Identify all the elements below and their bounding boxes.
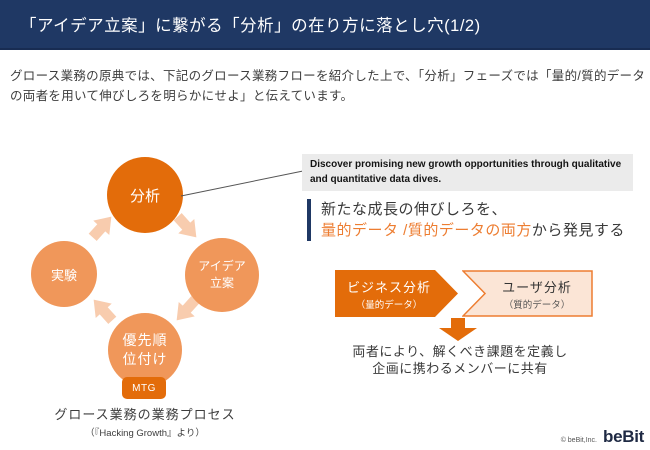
diagram-caption-source: （『Hacking Growth』より） (85, 428, 205, 439)
cycle-node-prioritization: 優先順 位付け (108, 313, 182, 387)
connector-line (180, 170, 304, 197)
bebit-logo: beBit (602, 427, 644, 446)
statement-highlight: 量的データ /質的データの両方 (321, 222, 532, 239)
copyright-text: © beBit,Inc. (560, 437, 597, 444)
cycle-node-label: 立案 (209, 276, 234, 290)
cycle-arrow-icon (173, 212, 197, 238)
callout-box: Discover promising new growth opportunit… (302, 154, 633, 191)
statement-rest: から発見する (531, 222, 625, 239)
cycle-node-ideation: アイデア 立案 (185, 238, 259, 312)
cycle-node-experiment: 実験 (31, 241, 97, 307)
user-analysis-chevron (462, 270, 593, 317)
statement-line2: 量的データ /質的データの両方から発見する (321, 220, 625, 241)
key-statement: 新たな成長の伸びしろを、 量的データ /質的データの両方から発見する (307, 199, 625, 241)
user-analysis-sub: （質的データ） (503, 299, 571, 311)
diagram-caption: グロース業務の業務プロセス （『Hacking Growth』より） (25, 404, 265, 439)
statement-line1: 新たな成長の伸びしろを、 (321, 201, 508, 218)
down-arrow-icon (439, 318, 477, 341)
mtg-badge: MTG (122, 377, 166, 399)
cycle-node-analysis: 分析 (107, 157, 183, 233)
footer: © beBit,Inc. beBit (560, 427, 645, 447)
user-analysis-title: ユーザ分析 (502, 279, 572, 295)
cycle-node-label: 位付け (122, 351, 168, 367)
business-analysis-label: ビジネス分析 （量的データ） (335, 270, 443, 317)
user-analysis-label: ユーザ分析 （質的データ） (482, 270, 592, 317)
result-line1: 両者により、解くべき課題を定義し (352, 344, 568, 359)
cycle-node-label: 分析 (129, 187, 160, 205)
cycle-node-label: 優先順 (122, 332, 168, 348)
business-analysis-sub: （量的データ） (355, 299, 423, 311)
diagram-caption-text: グロース業務の業務プロセス (54, 407, 236, 422)
cycle-arrow-icon (176, 295, 200, 321)
cycle-node-label: アイデア (198, 259, 246, 273)
intro-paragraph: グロース業務の原典では、下記のグロース業務フローを紹介した上で、「分析」フェーズ… (10, 69, 646, 103)
business-analysis-title: ビジネス分析 (346, 279, 431, 295)
business-analysis-chevron (335, 270, 458, 317)
cycle-node-label: 実験 (50, 267, 77, 283)
result-line2: 企画に携わるメンバーに共有 (372, 361, 548, 376)
slide-title-bar: 「アイデア立案」に繋がる「分析」の在り方に落とし穴(1/2) (0, 0, 650, 50)
cycle-arrow-icon (93, 299, 117, 325)
slide-title: 「アイデア立案」に繋がる「分析」の在り方に落とし穴(1/2) (20, 17, 481, 35)
cycle-arrow-icon (88, 216, 112, 242)
result-text: 両者により、解くべき課題を定義し 企画に携わるメンバーに共有 (320, 343, 600, 377)
